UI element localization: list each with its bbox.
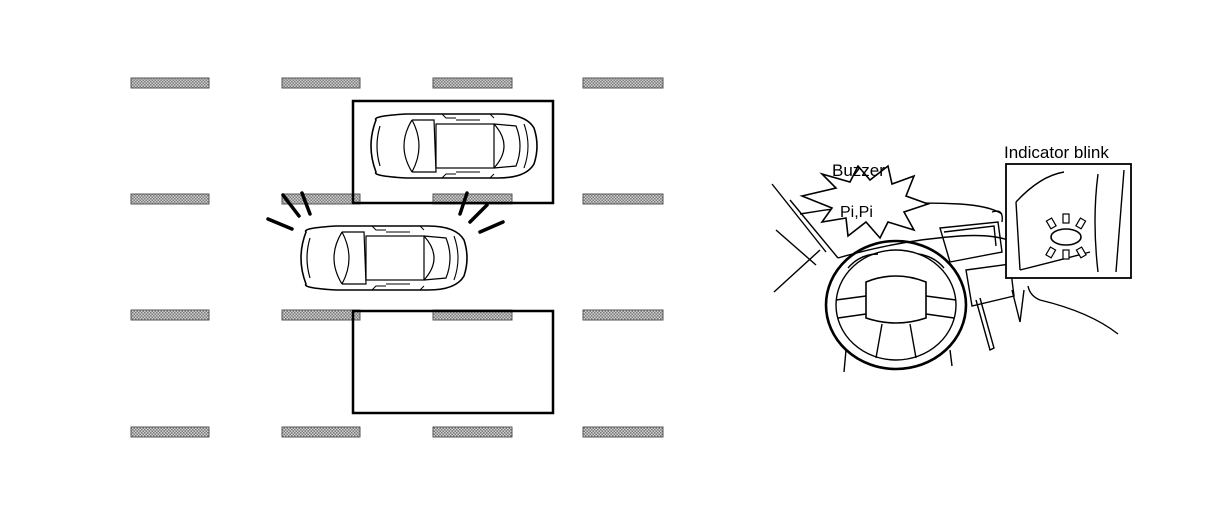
buzzer-label: Buzzer [832, 161, 885, 180]
indicator-label: Indicator blink [1004, 143, 1109, 162]
dashboard-illustration [771, 183, 1119, 373]
buzzer-sound-text: Pi,Pi [840, 204, 873, 221]
parking-markers [130, 77, 664, 438]
empty-space-frame [351, 309, 555, 415]
flashing-car [300, 225, 468, 291]
occupied-space-frame [351, 99, 555, 205]
indicator-lamp-icon [1050, 228, 1082, 246]
buzzer-burst [799, 164, 931, 240]
parked-car [370, 113, 538, 179]
indicator-inset [1005, 163, 1132, 279]
hazard-flash-lines [266, 191, 505, 234]
